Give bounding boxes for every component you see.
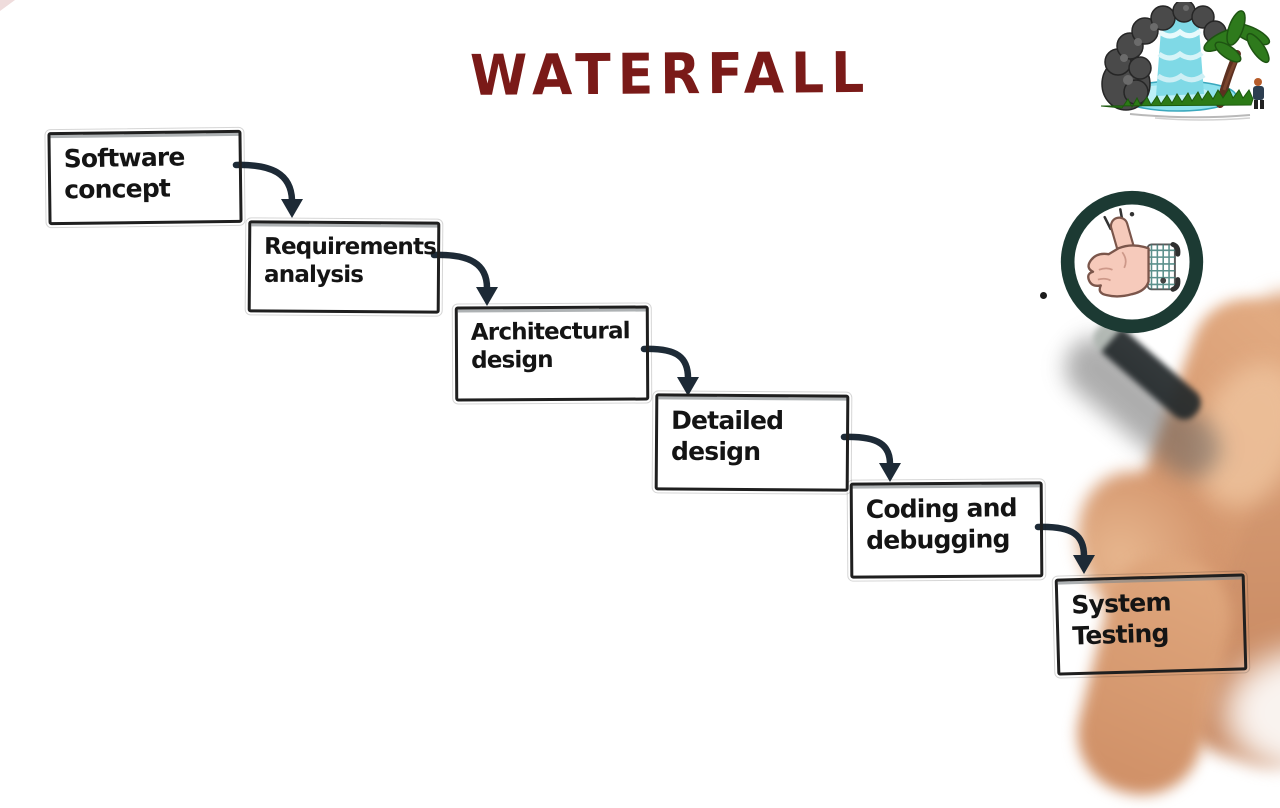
flow-arrowhead (879, 463, 901, 482)
corner-artifact (0, 0, 15, 11)
step-box-architectural-design: Architectural design (451, 302, 653, 405)
flow-arrowhead (281, 199, 303, 218)
step-label: Architectural design (470, 318, 630, 374)
flow-arrowhead (476, 287, 498, 306)
step-box-requirements-analysis: Requirements analysis (244, 217, 444, 317)
flow-arrowhead (1073, 555, 1095, 574)
page-title: WATERFALL (469, 40, 872, 109)
step-box-software-concept: Software concept (44, 126, 246, 229)
thumbs-up-icon (1060, 190, 1204, 334)
flow-arrow (1034, 523, 1088, 560)
flow-arrow (640, 345, 692, 382)
ink-dot (1040, 292, 1047, 299)
step-label: Detailed design (671, 405, 784, 466)
flow-arrow (840, 433, 894, 468)
drawing-layer: WATERFALL (0, 0, 1271, 679)
waterfall-clipart-image (1100, 2, 1271, 121)
step-box-system-testing: System Testing (1051, 570, 1251, 679)
step-label: Coding and debugging (865, 493, 1017, 555)
step-label: Requirements analysis (264, 233, 437, 289)
flow-arrow (430, 251, 491, 292)
clipart-person (1253, 78, 1264, 109)
step-box-coding-and-debugging: Coding and debugging (846, 478, 1047, 582)
step-label: System Testing (1070, 587, 1172, 651)
flow-arrow (232, 161, 296, 204)
step-label: Software concept (63, 142, 185, 204)
step-box-detailed-design: Detailed design (651, 390, 853, 495)
